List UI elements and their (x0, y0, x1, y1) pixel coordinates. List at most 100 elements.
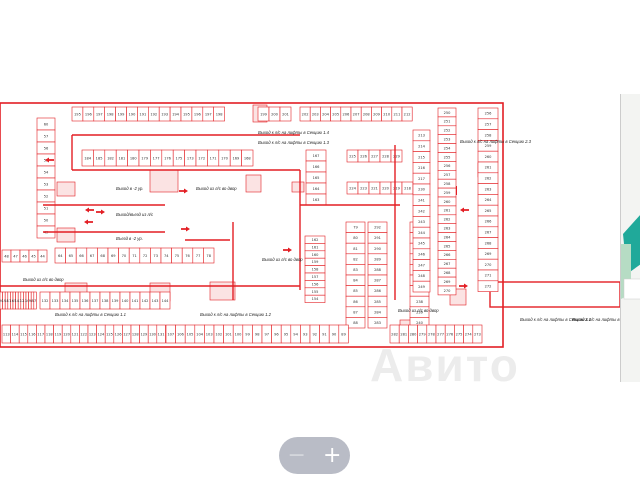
space-number: 226 (360, 154, 368, 158)
parking-space: 279 (417, 324, 428, 344)
space-number: 238 (416, 300, 424, 304)
parking-space: 176 (161, 149, 174, 167)
site-map-thumbnail (620, 94, 640, 382)
space-number: 180 (130, 156, 138, 160)
parking-space: 80 (345, 232, 366, 244)
parking-space: 52 (36, 189, 56, 203)
parking-space: 214 (412, 140, 431, 152)
space-number: 18 (4, 299, 9, 303)
parking-space: 71 (128, 247, 141, 264)
parking-space: 120 (61, 324, 72, 344)
exit-label: Выход к л/с на лифты в Секцию 2.2 (572, 317, 640, 322)
space-number: 270 (444, 289, 452, 293)
space-number: 182 (107, 156, 114, 160)
parking-space: 133 (49, 291, 61, 310)
space-number: 263 (485, 187, 492, 191)
space-number: 127 (123, 332, 130, 336)
parking-space: 144 (159, 291, 171, 310)
parking-space: 135 (69, 291, 81, 310)
parking-space: 192 (148, 106, 160, 122)
zoom-in-button[interactable]: + (323, 443, 342, 468)
space-number: 123 (89, 332, 96, 336)
parking-space: 96 (271, 324, 282, 344)
parking-space: 169 (229, 149, 242, 167)
exit-label: Выход в -2 ур. (116, 186, 144, 191)
parking-space: 210 (381, 106, 393, 122)
parking-space: 258 (437, 178, 457, 189)
parking-space: 175 (172, 149, 185, 167)
parking-space: 256 (437, 161, 457, 171)
space-number: 257 (444, 173, 451, 177)
parking-space: 50 (36, 213, 56, 227)
space-number: 253 (444, 137, 451, 141)
exit-label: Выход из л/с во двор (262, 257, 303, 262)
parking-space: 209 (371, 106, 382, 122)
parking-space: 267 (437, 258, 457, 269)
parking-space: 141 (129, 291, 141, 310)
parking-space: 227 (368, 149, 381, 163)
parking-space: 138 (99, 291, 111, 310)
space-number: 199 (260, 112, 268, 116)
space-number: 20 (0, 299, 4, 303)
space-number: 271 (485, 274, 492, 278)
parking-space: 197 (93, 106, 106, 122)
parking-space: 143 (149, 291, 161, 310)
space-number: 89 (341, 332, 346, 336)
space-number: 214 (418, 145, 426, 149)
space-number: 65 (69, 254, 74, 258)
space-number: 102 (215, 332, 222, 336)
space-number: 138 (102, 299, 110, 303)
space-number: 86 (353, 300, 358, 304)
parking-space: 291 (367, 232, 388, 244)
space-number: 251 (444, 120, 451, 124)
parking-space: 142 (139, 291, 151, 310)
space-number: 47 (13, 254, 18, 258)
space-number: 289 (374, 257, 382, 261)
space-number: 229 (393, 154, 401, 158)
parking-space: 128 (130, 324, 140, 344)
parking-space: 121 (70, 324, 80, 344)
parking-space: 168 (241, 149, 254, 167)
space-number: 212 (404, 112, 411, 116)
parking-space: 270 (437, 285, 457, 296)
space-number: 256 (444, 164, 452, 168)
parking-space: 284 (367, 306, 388, 318)
parking-space: 90 (328, 324, 340, 344)
space-number: 16 (9, 299, 14, 303)
space-number: 95 (284, 332, 289, 336)
parking-space: 103 (204, 324, 215, 344)
parking-space: 203 (309, 106, 321, 122)
parking-space: 167 (305, 149, 327, 162)
parking-space: 269 (437, 276, 457, 287)
space-number: 243 (418, 220, 425, 224)
parking-space: 285 (367, 295, 388, 308)
parking-space: 88 (345, 317, 366, 329)
space-number: 157 (312, 275, 319, 279)
parking-space: 263 (437, 223, 457, 233)
space-number: 103 (206, 332, 213, 336)
space-number: 126 (115, 332, 123, 336)
zoom-out-button[interactable]: − (287, 443, 306, 468)
space-number: 211 (393, 112, 400, 116)
parking-space: 287 (367, 274, 388, 286)
parking-space: 114 (10, 324, 20, 344)
parking-space: 242 (412, 205, 431, 217)
space-number: 196 (194, 112, 202, 116)
parking-space: 156 (304, 280, 326, 289)
space-number: 273 (474, 332, 481, 336)
parking-space: 116 (27, 324, 37, 344)
parking-space: 219 (390, 181, 403, 195)
parking-space: 97 (261, 324, 272, 344)
stairwell-zone (149, 169, 179, 193)
space-number: 256 (485, 112, 493, 116)
parking-space: 124 (96, 324, 106, 344)
space-number: 258 (485, 133, 493, 137)
space-number: 129 (140, 332, 148, 336)
space-number: 268 (485, 241, 493, 245)
parking-space: 228 (379, 149, 392, 163)
space-number: 246 (418, 253, 426, 257)
space-number: 250 (444, 111, 452, 115)
space-number: 125 (106, 332, 113, 336)
parking-space: 72 (139, 247, 151, 264)
